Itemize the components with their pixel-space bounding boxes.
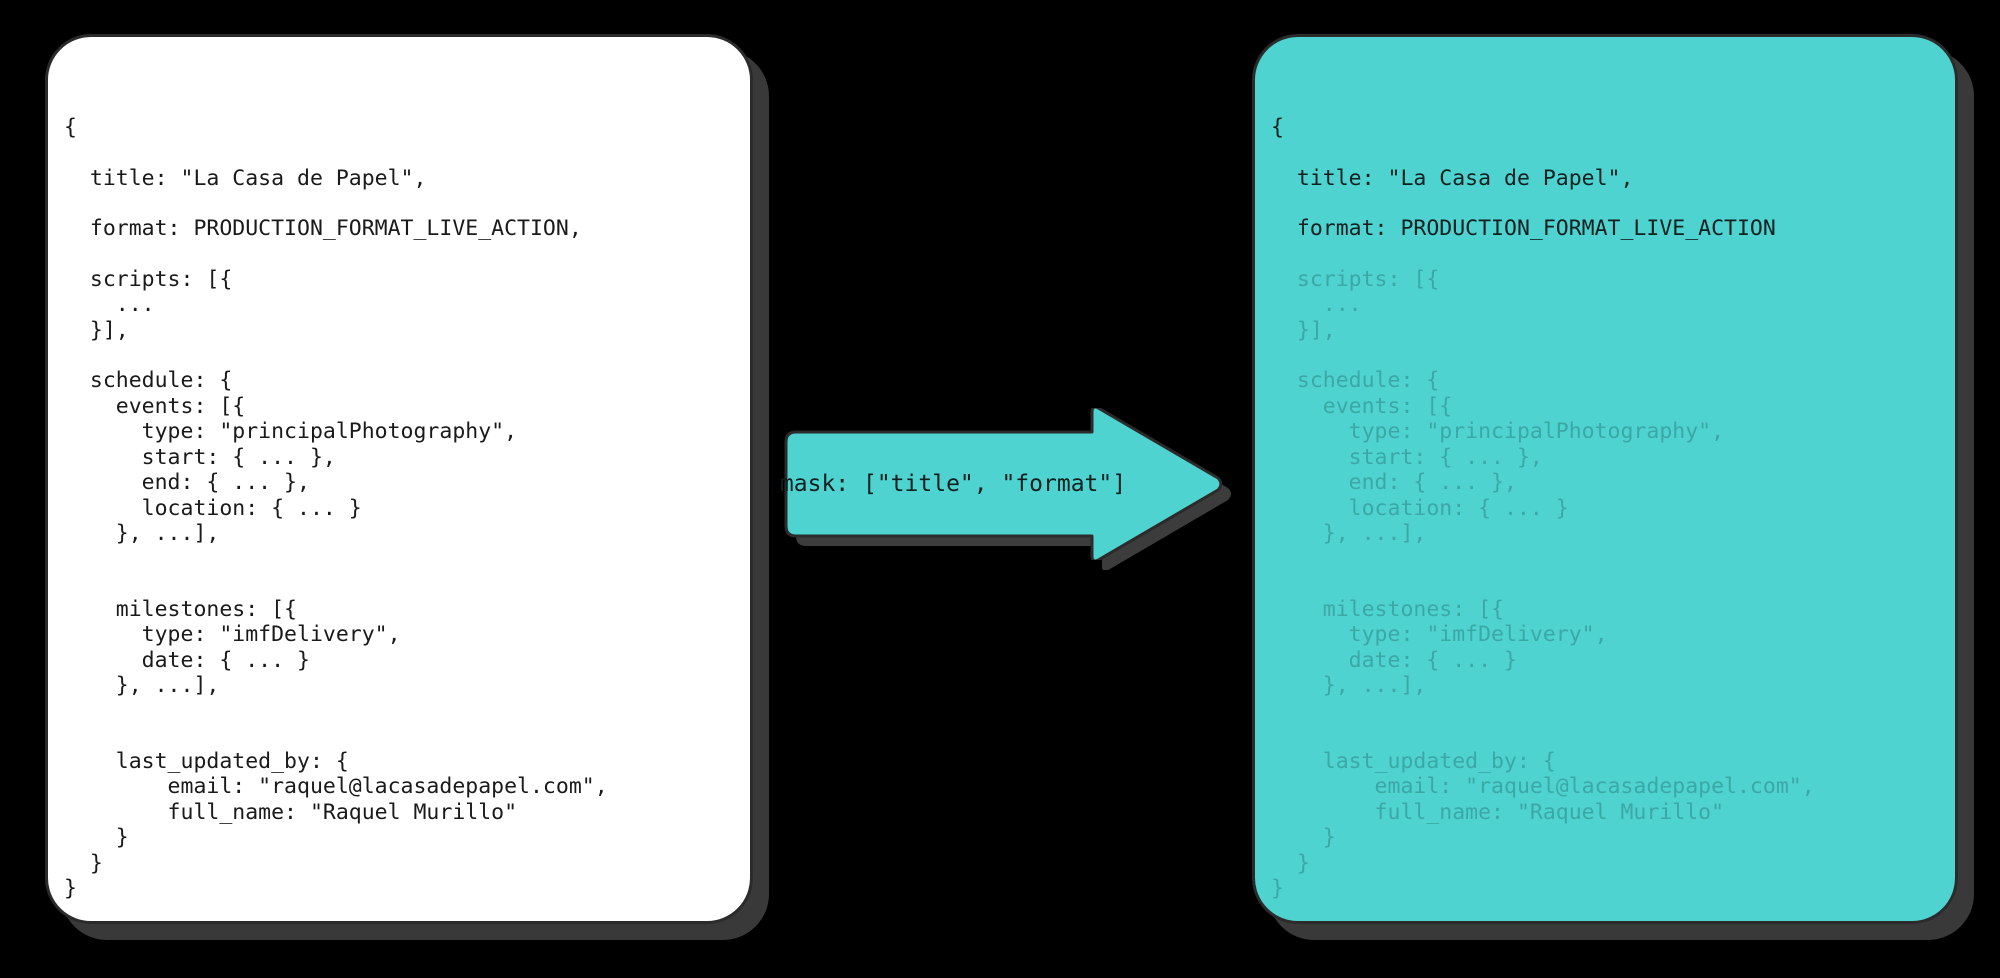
output-code-block: { title: "La Casa de Papel", format: PRO… bbox=[1255, 37, 1955, 921]
output-code-line: milestones: [{ bbox=[1271, 596, 1504, 622]
input-code-line: date: { ... } bbox=[64, 647, 310, 673]
input-code-line: type: "principalPhotography", bbox=[64, 419, 518, 444]
input-code-block: { title: "La Casa de Papel", format: PRO… bbox=[48, 37, 750, 921]
output-code-line: type: "principalPhotography", bbox=[1271, 419, 1725, 444]
input-code-line: ... bbox=[64, 292, 155, 317]
output-code-line: start: { ... }, bbox=[1271, 444, 1543, 470]
output-code-line: }], bbox=[1271, 317, 1336, 343]
output-code-line: } bbox=[1271, 850, 1310, 876]
input-code-line: end: { ... }, bbox=[64, 470, 310, 495]
output-code-line: full_name: "Raquel Murillo" bbox=[1271, 799, 1725, 825]
output-code-line: { bbox=[1271, 115, 1284, 140]
input-code-line: schedule: { bbox=[64, 368, 233, 393]
input-code-line: } bbox=[64, 876, 77, 901]
input-code-line: events: [{ bbox=[64, 393, 246, 419]
input-code-line: title: "La Casa de Papel", bbox=[64, 165, 427, 191]
input-code-line: email: "raquel@lacasadepapel.com", bbox=[64, 774, 608, 799]
output-code-line: }, ...], bbox=[1271, 521, 1427, 546]
output-code-line: schedule: { bbox=[1271, 368, 1440, 393]
output-code-line: email: "raquel@lacasadepapel.com", bbox=[1271, 774, 1815, 799]
output-code-line: last_updated_by: { bbox=[1271, 748, 1556, 774]
input-code-line: last_updated_by: { bbox=[64, 748, 349, 774]
input-code-line: scripts: [{ bbox=[64, 266, 233, 292]
masked-payload-card: { title: "La Casa de Papel", format: PRO… bbox=[1252, 34, 1958, 924]
right-arrow-icon bbox=[784, 408, 1222, 560]
output-code-line: end: { ... }, bbox=[1271, 470, 1517, 495]
input-code-line: }], bbox=[64, 317, 129, 343]
input-code-line: full_name: "Raquel Murillo" bbox=[64, 799, 518, 825]
output-code-line: title: "La Casa de Papel", bbox=[1271, 165, 1634, 191]
input-code-line: milestones: [{ bbox=[64, 596, 297, 622]
input-code-line: location: { ... } bbox=[64, 495, 362, 521]
input-code-line: } bbox=[64, 825, 129, 850]
output-code-line: } bbox=[1271, 876, 1284, 901]
input-code-line: } bbox=[64, 850, 103, 876]
input-code-line: start: { ... }, bbox=[64, 444, 336, 470]
output-code-line: format: PRODUCTION_FORMAT_LIVE_ACTION bbox=[1271, 216, 1776, 241]
output-code-line: events: [{ bbox=[1271, 393, 1453, 419]
input-code-line: format: PRODUCTION_FORMAT_LIVE_ACTION, bbox=[64, 216, 582, 241]
input-payload-card: { title: "La Casa de Papel", format: PRO… bbox=[45, 34, 753, 924]
output-code-line: }, ...], bbox=[1271, 673, 1427, 698]
output-code-line: scripts: [{ bbox=[1271, 266, 1440, 292]
output-code-line: ... bbox=[1271, 292, 1362, 317]
input-code-line: { bbox=[64, 115, 77, 140]
output-code-line: type: "imfDelivery", bbox=[1271, 622, 1608, 647]
input-code-line: type: "imfDelivery", bbox=[64, 622, 401, 647]
input-code-line: }, ...], bbox=[64, 521, 220, 546]
output-code-line: date: { ... } bbox=[1271, 647, 1517, 673]
output-code-line: } bbox=[1271, 825, 1336, 850]
output-code-line: location: { ... } bbox=[1271, 495, 1569, 521]
mask-transform-arrow: mask: ["title", "format"] bbox=[772, 408, 1232, 570]
input-code-line: }, ...], bbox=[64, 673, 220, 698]
